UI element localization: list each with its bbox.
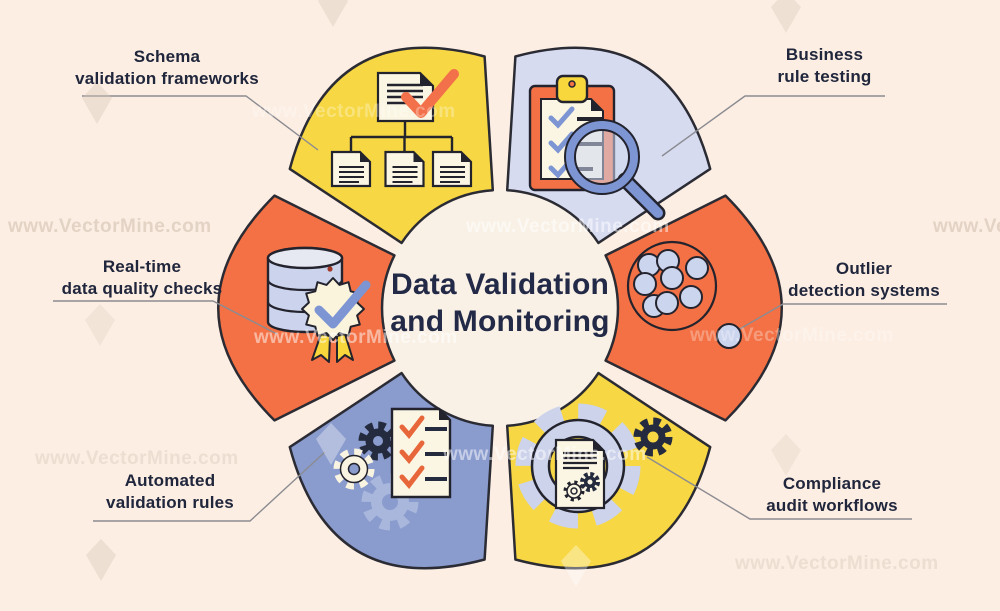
label-business-rule-testing: Business rule testing — [712, 44, 937, 87]
outlier-dot — [716, 323, 742, 349]
label-line: Outlier — [835, 259, 893, 278]
leader-realtime — [53, 300, 278, 335]
label-line: data quality checks — [61, 278, 223, 298]
label-line: validation frameworks — [75, 68, 259, 88]
label-schema-validation: Schema validation frameworks — [37, 46, 297, 89]
scatter-outlier-icon — [626, 240, 742, 349]
magnifier-icon — [564, 119, 666, 221]
label-line: Compliance — [782, 474, 882, 493]
ribbon-badge-icon — [301, 277, 371, 363]
label-line: Schema — [133, 47, 201, 66]
label-line: Business — [785, 45, 864, 64]
label-automated-validation: Automated validation rules — [55, 470, 285, 513]
gear-mini-dark-icon — [580, 472, 600, 492]
segment-schema-validation — [288, 46, 495, 245]
document-tree-icon — [330, 69, 473, 188]
leader-lines — [53, 95, 947, 522]
label-line: rule testing — [777, 66, 872, 86]
label-line: validation rules — [106, 492, 234, 512]
database-badge-icon — [266, 246, 371, 363]
leader-compliance — [646, 456, 912, 520]
page-title: Data Validation and Monitoring — [350, 266, 650, 340]
checklist-rows — [399, 415, 447, 489]
gears-checklist-icon — [333, 407, 452, 531]
gear-cream-icon — [333, 448, 375, 490]
label-line: detection systems — [788, 280, 940, 300]
title-line-2: and Monitoring — [390, 305, 610, 338]
clipboard-magnifier-icon — [528, 74, 666, 221]
clip-icon — [555, 74, 589, 104]
leader-outlier — [737, 303, 947, 331]
leader-business — [661, 95, 885, 157]
child-documents — [330, 150, 473, 188]
gear-document-icon — [515, 403, 673, 529]
title-line-1: Data Validation — [390, 268, 610, 301]
label-compliance-audit: Compliance audit workflows — [718, 473, 946, 516]
leader-automated — [93, 451, 326, 522]
label-line: Real-time — [102, 257, 182, 276]
gear-mini-outline-icon — [563, 480, 585, 502]
label-realtime-quality: Real-time data quality checks — [22, 256, 262, 299]
label-outlier-detection: Outlier detection systems — [750, 258, 978, 301]
gear-dark-icon — [633, 417, 673, 457]
label-line: Automated — [124, 471, 216, 490]
check-icon — [314, 280, 371, 329]
check-icon — [401, 69, 459, 118]
label-line: audit workflows — [766, 495, 898, 515]
vectormine-logo-watermarks — [82, 0, 801, 587]
leader-schema — [82, 95, 319, 151]
center-circle — [381, 189, 619, 427]
